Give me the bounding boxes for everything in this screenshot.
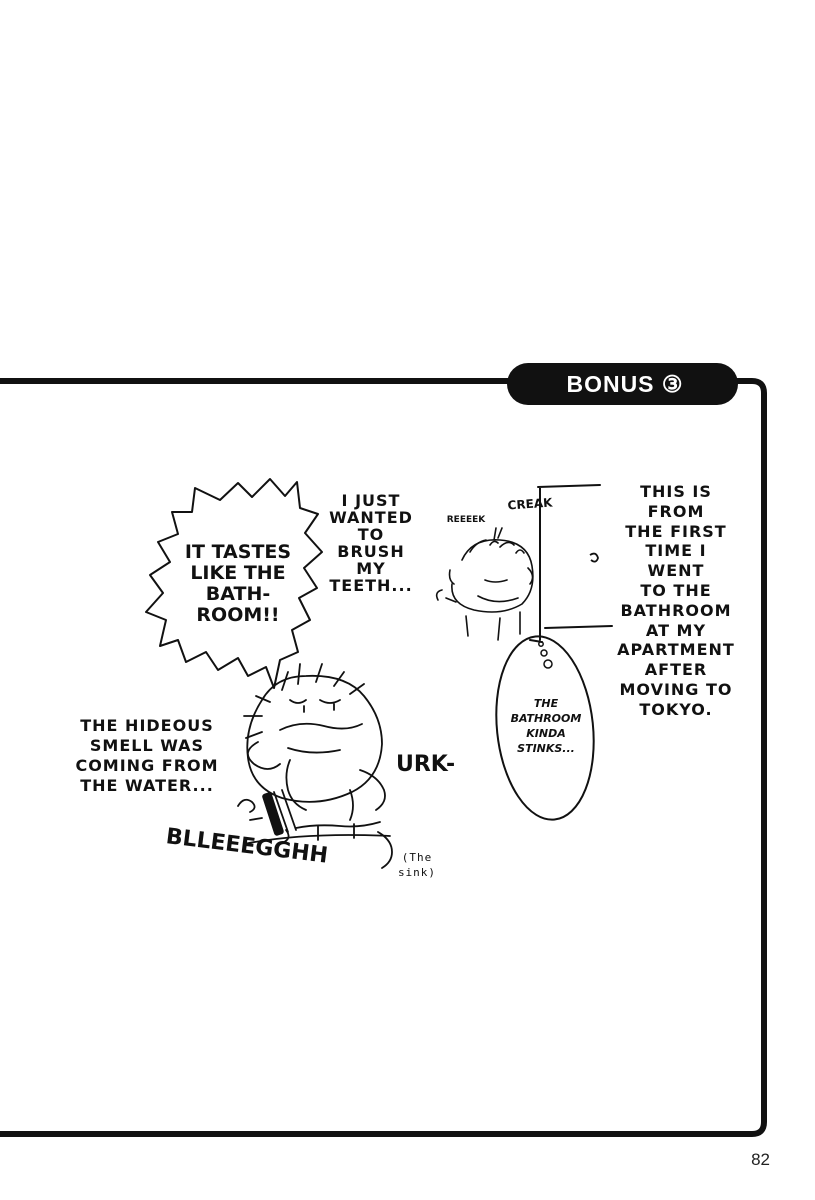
speech-bubble-text: IT TASTES LIKE THE BATH- ROOM!! [184, 541, 292, 626]
sink-annotation: (The sink) [397, 851, 437, 879]
spiky-speech-bubble [145, 478, 323, 689]
sfx-creak: CREAK [507, 495, 553, 513]
sfx-reeeek: REEEEK [446, 515, 486, 525]
peeking-character [435, 527, 534, 641]
thought-bubble [495, 635, 595, 821]
narration-hideous-smell: THE HIDEOUS SMELL WAS COMING FROM THE WA… [75, 716, 219, 795]
sfx-urk: URK- [396, 752, 456, 777]
thought-bubble-text: THE BATHROOM KINDA STINKS... [510, 697, 582, 755]
bonus-label: BONUS ③ [566, 371, 684, 397]
main-character [237, 663, 393, 869]
toothbrush [262, 792, 284, 836]
thought-dot [543, 659, 553, 669]
narration-brush-teeth: I JUST WANTED TO BRUSH MY TEETH... [329, 491, 413, 595]
bonus-tab [507, 363, 738, 405]
door-knob [589, 552, 599, 563]
thought-dot [540, 649, 548, 657]
page-number: 82 [751, 1150, 770, 1169]
door-frame [529, 484, 613, 643]
panel-border [0, 378, 767, 1137]
narration-first-time: THIS IS FROM THE FIRST TIME I WENT TO TH… [617, 482, 735, 719]
